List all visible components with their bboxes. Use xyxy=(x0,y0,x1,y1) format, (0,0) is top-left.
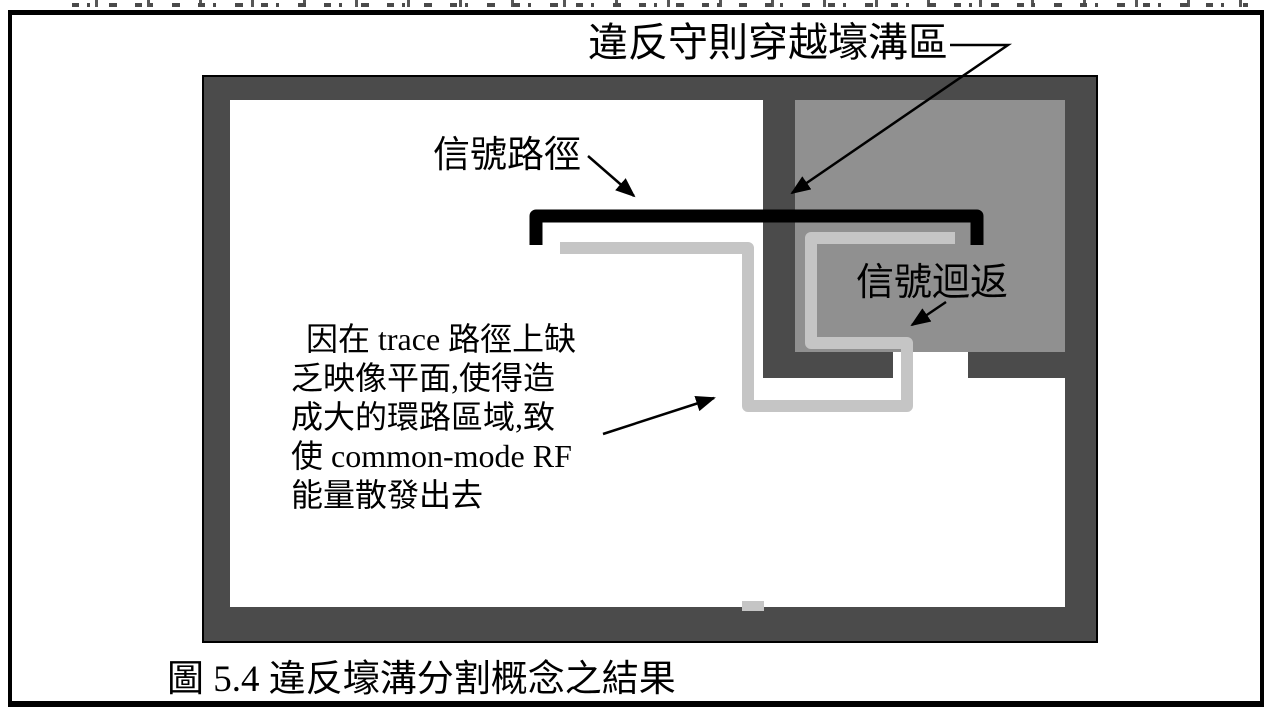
moat-opening xyxy=(893,352,968,378)
note-line: 能量散發出去 xyxy=(291,477,484,513)
note-line: 使 common-mode RF xyxy=(291,438,572,474)
clipped-text-row xyxy=(72,0,1248,7)
figure-caption: 圖 5.4 違反壕溝分割概念之結果 xyxy=(167,659,676,700)
return-stub xyxy=(742,601,764,611)
note-line: 成大的環路區域,致 xyxy=(291,399,556,435)
figure-border-frame: 違反守則穿越壕溝區 信號路徑 信號迴返 因在 trace 路徑上缺 乏映像平面,… xyxy=(8,10,1264,707)
note-line: 乏映像平面,使得造 xyxy=(291,360,556,396)
signal-path-label: 信號路徑 xyxy=(433,135,581,176)
signal-return-label: 信號迴返 xyxy=(856,262,1009,304)
loop-note-text: 因在 trace 路徑上缺 乏映像平面,使得造 成大的環路區域,致 使 comm… xyxy=(291,320,576,515)
violation-label: 違反守則穿越壕溝區 xyxy=(588,20,948,65)
note-line: 因在 trace 路徑上缺 xyxy=(306,321,577,357)
ground-island xyxy=(795,100,1065,352)
